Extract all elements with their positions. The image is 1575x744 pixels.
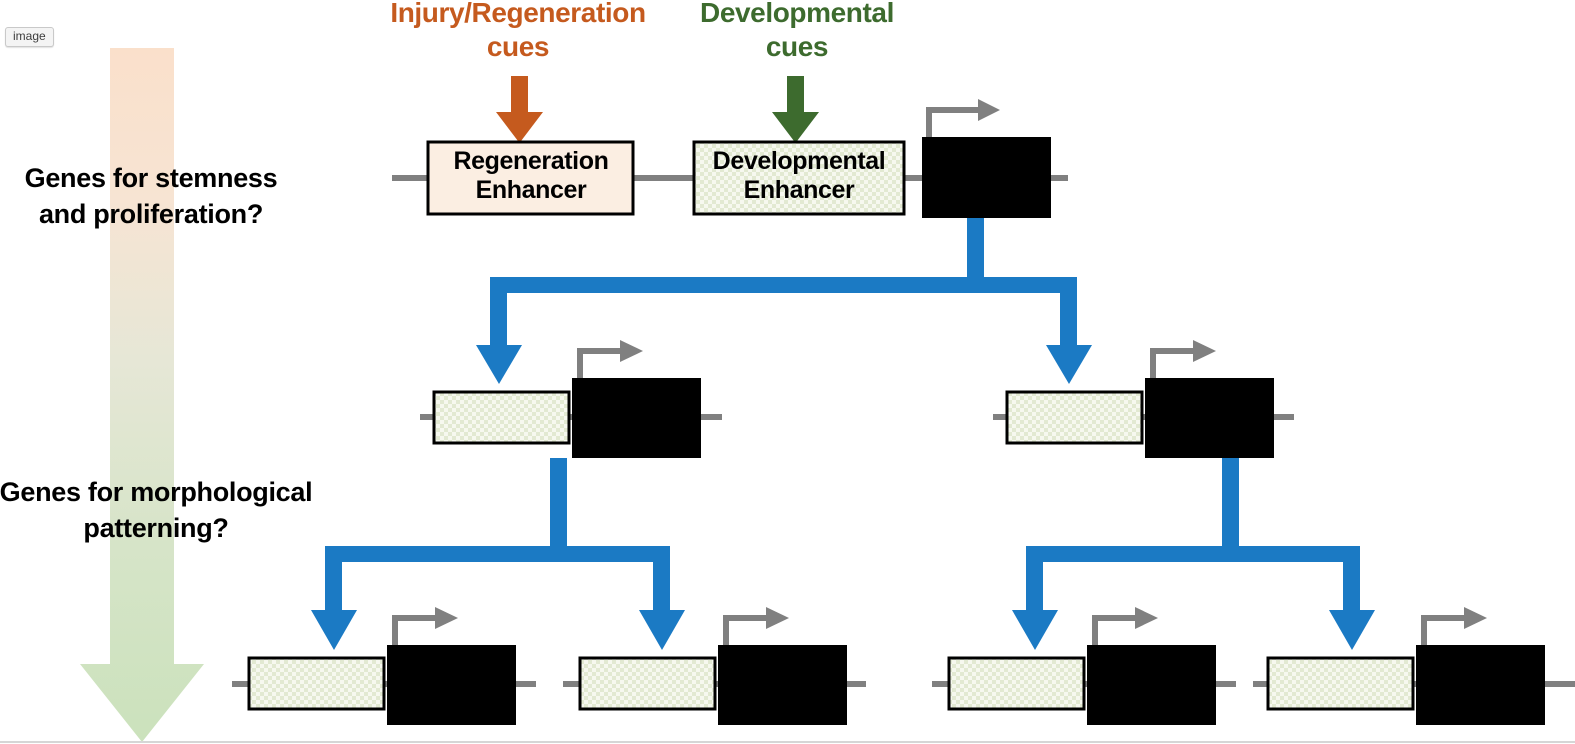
tss-bent-arrow-icon: [577, 340, 643, 378]
tss-bent-arrow-icon: [723, 607, 789, 645]
tss-bent-arrow-icon: [1421, 607, 1487, 645]
enhancer-box[interactable]: [432, 390, 571, 445]
enhancer-box[interactable]: [578, 656, 717, 711]
developmental-enhancer-box[interactable]: [692, 140, 906, 216]
enhancer-box[interactable]: [1266, 656, 1415, 711]
enhancer-box[interactable]: [1005, 390, 1144, 445]
injury-cue-arrow-icon: [496, 76, 543, 143]
tss-bent-arrow-icon: [1150, 340, 1216, 378]
developmental-cues-label: Developmental cues: [700, 0, 894, 62]
gene-unit-tier3-2[interactable]: [563, 607, 866, 725]
gene-unit-tier3-3[interactable]: [932, 607, 1236, 725]
regeneration-enhancer-box[interactable]: [426, 140, 635, 216]
developmental-cue-arrow-icon: [772, 76, 819, 143]
gene-body-box[interactable]: [718, 645, 847, 725]
stemness-question-label: Genes for stemness and proliferation?: [24, 163, 278, 229]
gene-body-box[interactable]: [572, 378, 701, 458]
tss-bent-arrow-icon: [392, 607, 458, 645]
image-badge[interactable]: image: [5, 27, 54, 47]
connector-tier2-right-to-tier3: [1012, 458, 1375, 650]
gene-unit-top[interactable]: [392, 99, 1068, 218]
enhancer-box[interactable]: [247, 656, 386, 711]
connector-tier1-to-tier2: [476, 218, 1092, 384]
enhancer-box[interactable]: [947, 656, 1086, 711]
gene-unit-tier3-4[interactable]: [1253, 607, 1575, 725]
gene-body-box[interactable]: [387, 645, 516, 725]
tss-bent-arrow-icon: [1092, 607, 1158, 645]
gene-unit-tier2-right[interactable]: [993, 340, 1294, 458]
gene-unit-tier2-left[interactable]: [420, 340, 722, 458]
hierarchy-gradient-arrow: [80, 48, 204, 742]
injury-regeneration-cues-label: Injury/Regeneration cues: [390, 0, 646, 62]
gene-body-box[interactable]: [1145, 378, 1274, 458]
gene-unit-tier3-1[interactable]: [232, 607, 536, 725]
patterning-question-label: Genes for morphological patterning?: [0, 477, 313, 543]
gene-body-box[interactable]: [1416, 645, 1545, 725]
tss-bent-arrow-icon: [926, 99, 1000, 137]
connector-tier2-left-to-tier3: [311, 458, 685, 650]
gene-body-box[interactable]: [1087, 645, 1216, 725]
gene-body-box[interactable]: [922, 137, 1051, 218]
